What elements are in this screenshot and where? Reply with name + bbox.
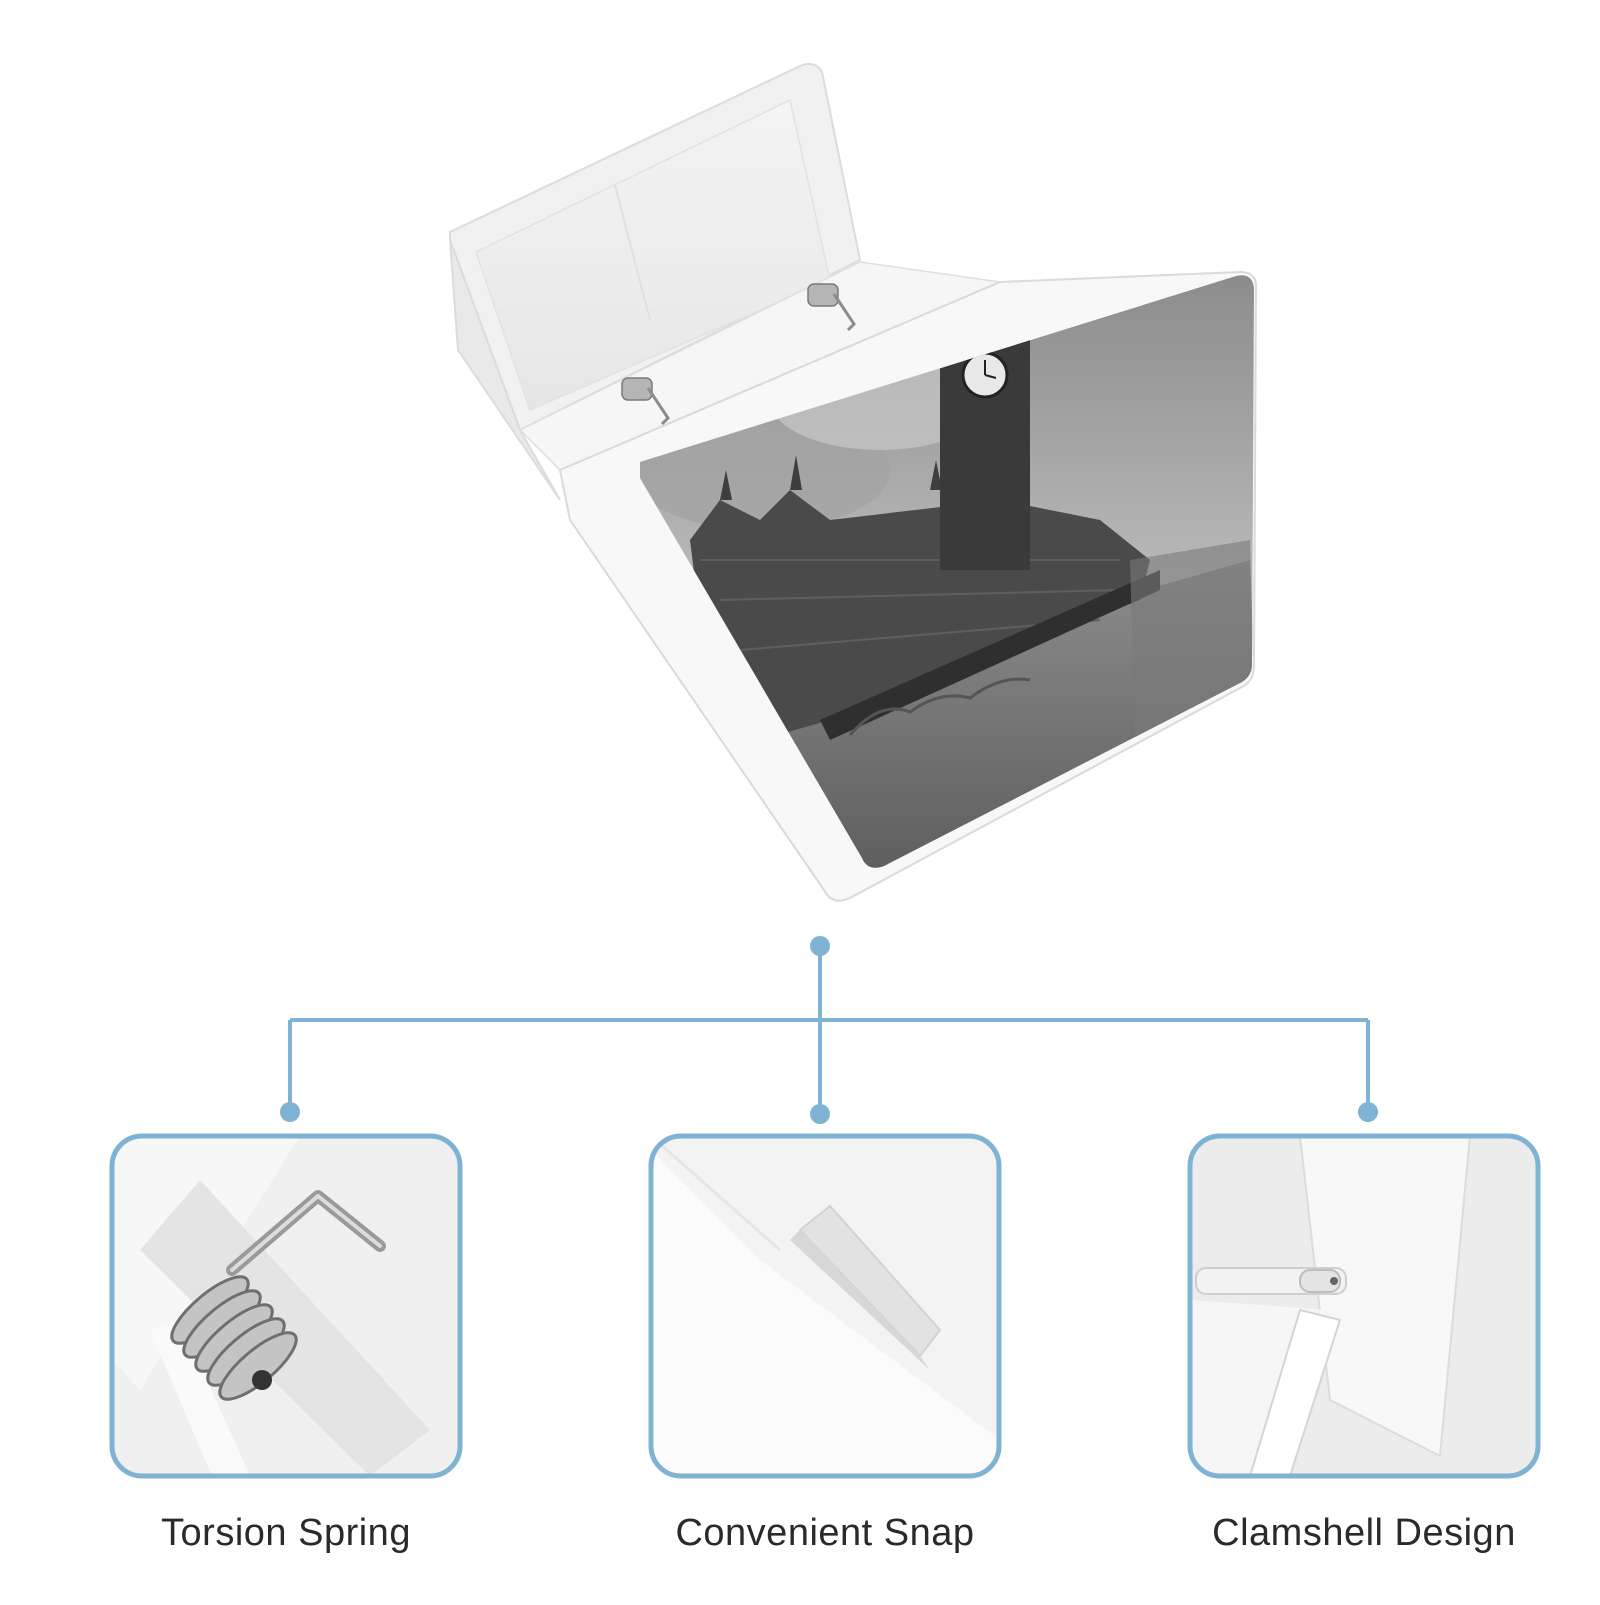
feature-panel-clamshell-design (1187, 1133, 1541, 1479)
connector-dot-right (1358, 1102, 1378, 1122)
snap-latch-icon (790, 1204, 942, 1370)
connector-dot-left (280, 1102, 300, 1122)
feature-panel-torsion-spring (109, 1133, 463, 1479)
connector-dot-center (810, 1104, 830, 1124)
clamshell-hinge-icon (1195, 1267, 1347, 1476)
connector-dot-top (810, 936, 830, 956)
feature-label-torsion-spring: Torsion Spring (161, 1512, 411, 1554)
feature-label-clamshell-design: Clamshell Design (1212, 1512, 1516, 1554)
torsion-spring-icon (170, 1190, 386, 1401)
feature-connectors (288, 946, 1370, 1114)
feature-label-convenient-snap: Convenient Snap (675, 1512, 975, 1554)
lid-spring-icon (621, 283, 856, 426)
connector-dots (280, 936, 1378, 1124)
cigarette-case-icon (449, 63, 1258, 902)
feature-panel-convenient-snap (648, 1133, 1002, 1479)
